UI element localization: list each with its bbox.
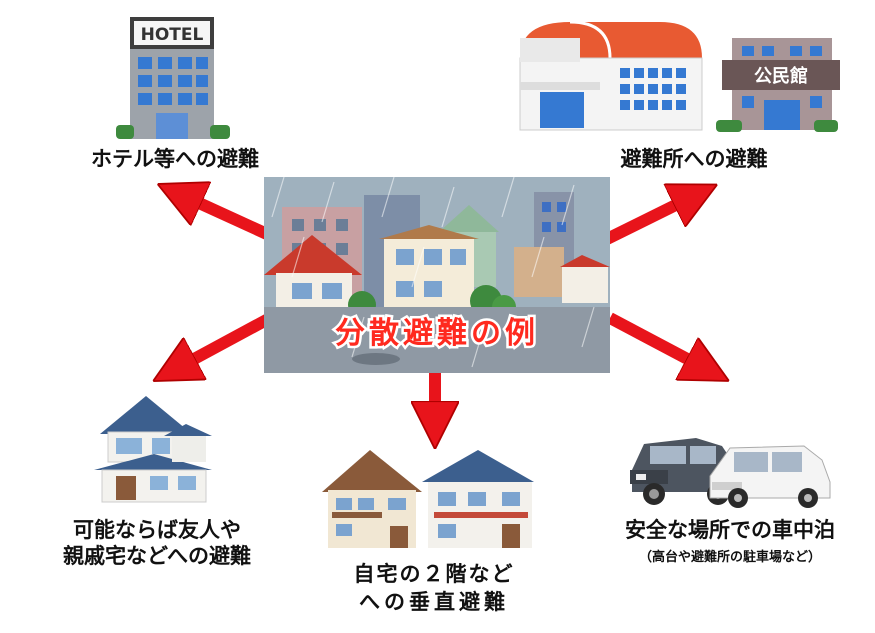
center-title: 分散避難の例: [264, 309, 610, 359]
car-sublabel: （高台や避難所の駐車場など）: [638, 550, 821, 565]
hotel-label: ホテル等への避難: [91, 147, 259, 171]
shelter-label: 避難所への避難: [620, 147, 768, 171]
friend-label-line2: 親戚宅などへの避難: [63, 544, 251, 568]
center-scene: 分散避難の例: [264, 176, 610, 373]
arrow-to-car: [607, 312, 712, 372]
center-title-text: 分散避難の例: [333, 314, 539, 354]
cars-illustration: [630, 438, 831, 508]
shelter-sign: 公民館: [754, 65, 808, 87]
own-home-illustration: [322, 450, 534, 548]
arrow-to-hotel: [175, 192, 283, 246]
hotel-illustration: HOTEL: [116, 17, 230, 139]
beige-house: [379, 225, 479, 239]
arrow-to-friend: [170, 312, 273, 372]
arrow-to-shelter: [602, 193, 700, 246]
shelter-illustration: 公民館: [519, 20, 840, 132]
red-roof-house: [264, 235, 362, 275]
friend-house-illustration: [94, 396, 212, 503]
home-label-line2: への垂直避難: [359, 590, 509, 614]
hotel-sign: HOTEL: [141, 25, 204, 45]
rainy-town-illustration: [264, 176, 610, 373]
home-label-line1: 自宅の２階など: [353, 562, 515, 586]
car-label: 安全な場所での車中泊: [625, 518, 835, 542]
friend-label-line1: 可能ならば友人や: [73, 518, 241, 542]
center-title-label: 分散避難の例: [335, 316, 539, 351]
